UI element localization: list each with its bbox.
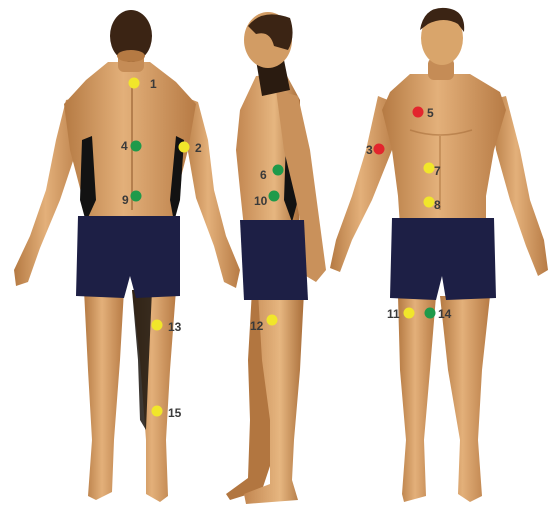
point-marker-9 <box>131 191 142 202</box>
point-marker-3 <box>374 144 385 155</box>
point-marker-11 <box>404 308 415 319</box>
side-view-figure <box>226 12 326 504</box>
point-label-2: 2 <box>195 141 202 155</box>
point-marker-6 <box>273 165 284 176</box>
front-shorts <box>390 218 496 300</box>
side-shorts <box>240 220 308 300</box>
point-marker-13 <box>152 320 163 331</box>
point-label-13: 13 <box>168 320 182 334</box>
point-label-15: 15 <box>168 406 182 420</box>
back-head-neckline <box>117 50 145 62</box>
point-marker-7 <box>424 163 435 174</box>
back-left-leg <box>84 290 124 500</box>
point-marker-4 <box>131 141 142 152</box>
point-marker-8 <box>424 197 435 208</box>
point-marker-14 <box>425 308 436 319</box>
point-label-7: 7 <box>434 164 441 178</box>
point-label-3: 3 <box>366 143 373 157</box>
point-label-11: 11 <box>387 307 400 321</box>
front-torso <box>382 74 506 226</box>
point-label-14: 14 <box>438 307 452 321</box>
point-label-1: 1 <box>150 77 157 91</box>
point-label-6: 6 <box>260 168 267 182</box>
front-view-figure <box>330 8 548 502</box>
point-label-4: 4 <box>121 139 128 153</box>
point-marker-10 <box>269 191 280 202</box>
point-label-5: 5 <box>427 106 434 120</box>
point-marker-12 <box>267 315 278 326</box>
back-view-figure <box>14 10 240 502</box>
point-marker-15 <box>152 406 163 417</box>
point-label-10: 10 <box>254 194 268 208</box>
point-label-9: 9 <box>122 193 129 207</box>
point-label-12: 12 <box>250 319 264 333</box>
front-left-leg <box>398 296 436 502</box>
point-marker-2 <box>179 142 190 153</box>
back-shorts <box>76 216 180 298</box>
front-right-leg <box>440 296 490 502</box>
point-label-8: 8 <box>434 198 441 212</box>
point-marker-5 <box>413 107 424 118</box>
point-marker-1 <box>129 78 140 89</box>
